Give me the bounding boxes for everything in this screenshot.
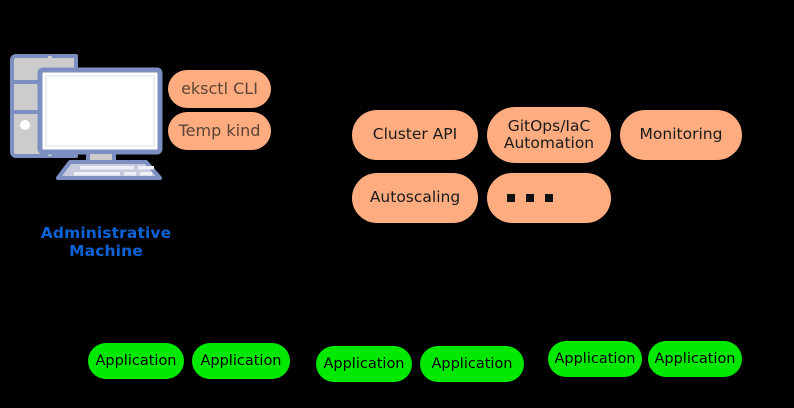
pill-autoscaling[interactable]: Autoscaling xyxy=(352,173,478,223)
pill-application-4[interactable]: Application xyxy=(420,346,524,382)
pill-eksctl-cli[interactable]: eksctl CLI xyxy=(168,70,271,108)
pill-monitoring-label: Monitoring xyxy=(639,125,723,144)
pill-cluster-api[interactable]: Cluster API xyxy=(352,110,478,160)
pill-application-6-label: Application xyxy=(654,350,736,367)
pill-application-6[interactable]: Application xyxy=(648,341,742,377)
pill-gitops-iac-automation[interactable]: GitOps/IaC Automation xyxy=(487,107,611,163)
pill-temp-kind[interactable]: Temp kind xyxy=(168,112,271,150)
pill-application-3[interactable]: Application xyxy=(316,346,412,382)
pill-cluster-api-label: Cluster API xyxy=(372,125,458,144)
pill-application-1[interactable]: Application xyxy=(88,343,184,379)
ellipsis-dot xyxy=(507,194,515,202)
pill-application-5-label: Application xyxy=(554,350,636,367)
pill-application-3-label: Application xyxy=(323,355,405,372)
pill-application-1-label: Application xyxy=(95,352,177,369)
pill-autoscaling-label: Autoscaling xyxy=(369,188,461,207)
administrative-machine-label: Administrative Machine xyxy=(40,224,172,261)
pill-monitoring[interactable]: Monitoring xyxy=(620,110,742,160)
pill-more-components[interactable] xyxy=(487,173,611,223)
ellipsis-dot xyxy=(545,194,553,202)
ellipsis-icon xyxy=(507,194,553,202)
desktop-computer-icon xyxy=(10,54,163,180)
ellipsis-dot xyxy=(526,194,534,202)
pill-application-2[interactable]: Application xyxy=(192,343,290,379)
pill-application-5[interactable]: Application xyxy=(548,341,642,377)
pill-eksctl-cli-label: eksctl CLI xyxy=(181,79,258,99)
pill-application-2-label: Application xyxy=(200,352,282,369)
pill-gitops-iac-automation-label: GitOps/IaC Automation xyxy=(503,116,595,152)
pill-temp-kind-label: Temp kind xyxy=(178,121,261,141)
administrative-machine-group: Administrative Machine xyxy=(8,52,171,260)
pill-application-4-label: Application xyxy=(431,355,513,372)
